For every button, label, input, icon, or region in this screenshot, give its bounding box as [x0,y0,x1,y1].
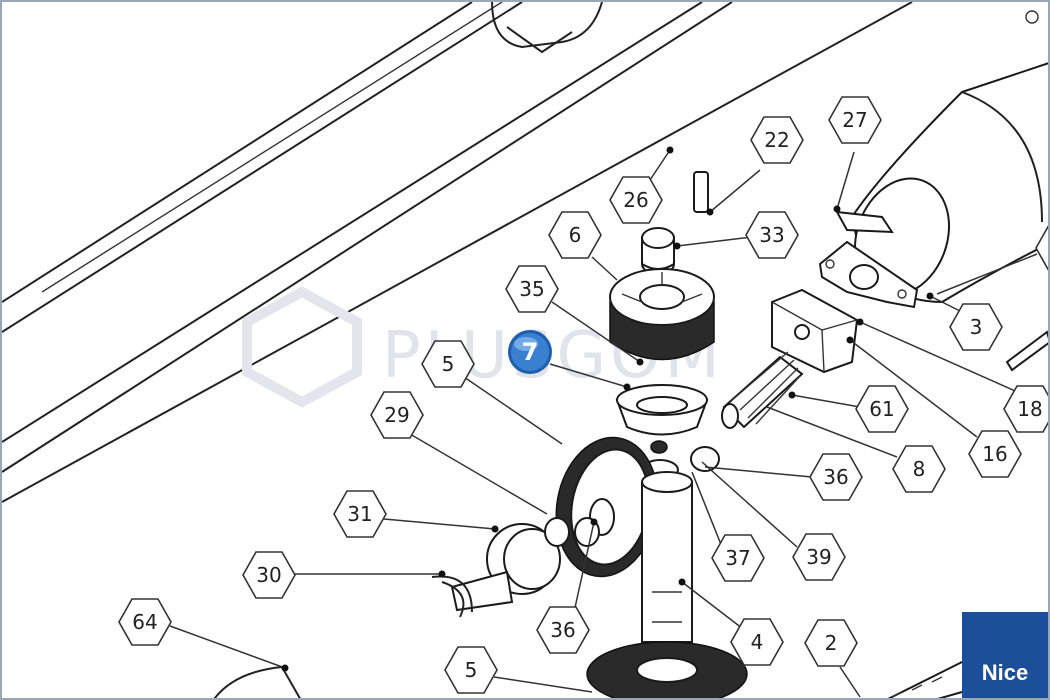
svg-text:4: 4 [751,630,764,654]
label-29: 29 [370,391,424,439]
svg-text:18: 18 [1017,397,1042,421]
label-1-partial: 1 [1035,225,1048,271]
highlighted-part-number: 7 [522,338,539,366]
worm-housing [721,288,1048,429]
svg-text:26: 26 [623,188,648,212]
label-33: 33 [745,211,799,259]
label-61: 61 [855,385,909,433]
label-2: 2 [804,619,858,667]
svg-text:33: 33 [759,223,784,247]
motor-bracket [818,240,919,309]
label-22: 22 [750,116,804,164]
label-6: 6 [548,211,602,259]
svg-text:37: 37 [725,546,750,570]
label-26: 26 [609,176,663,224]
label-27: 27 [828,96,882,144]
label-5-lower: 5 [444,646,498,694]
svg-text:3: 3 [970,315,983,339]
svg-text:5: 5 [442,352,455,376]
label-4: 4 [730,618,784,666]
svg-text:61: 61 [869,397,894,421]
highlighted-part-marker[interactable]: 7 [508,330,552,374]
label-31: 31 [333,490,387,538]
svg-text:8: 8 [913,457,926,481]
svg-text:29: 29 [384,403,409,427]
label-35: 35 [505,265,559,313]
svg-text:2: 2 [825,631,838,655]
label-3: 3 [949,303,1003,351]
brand-logo: Nice [962,612,1048,698]
svg-text:30: 30 [256,563,281,587]
svg-text:36: 36 [823,465,848,489]
svg-text:39: 39 [806,545,831,569]
label-8: 8 [892,445,946,493]
pin [693,171,709,213]
label-39: 39 [792,533,846,581]
label-16: 16 [968,430,1022,478]
label-30: 30 [242,551,296,599]
svg-text:27: 27 [842,108,867,132]
svg-text:6: 6 [569,223,582,247]
leader-lines [169,146,1038,698]
clutch-assembly [431,517,600,618]
svg-text:31: 31 [347,502,372,526]
label-18: 18 [1003,385,1048,433]
bearing-cup [615,384,709,436]
svg-text:16: 16 [982,442,1007,466]
lower-bevel-gear [586,641,748,698]
spur-gear [609,268,715,361]
svg-text:5: 5 [465,658,478,682]
svg-text:35: 35 [519,277,544,301]
label-37: 37 [711,534,765,582]
svg-text:64: 64 [132,610,157,634]
svg-text:36: 36 [550,618,575,642]
svg-text:22: 22 [764,128,789,152]
label-36-lower: 36 [536,606,590,654]
label-64: 64 [118,598,172,646]
bushing [641,227,675,275]
thermal-switch [835,210,894,234]
label-36-right: 36 [809,453,863,501]
label-5-upper: 5 [421,340,475,388]
part-labels: 27 22 26 33 6 35 3 5 61 18 29 8 16 36 31… [118,96,1048,694]
